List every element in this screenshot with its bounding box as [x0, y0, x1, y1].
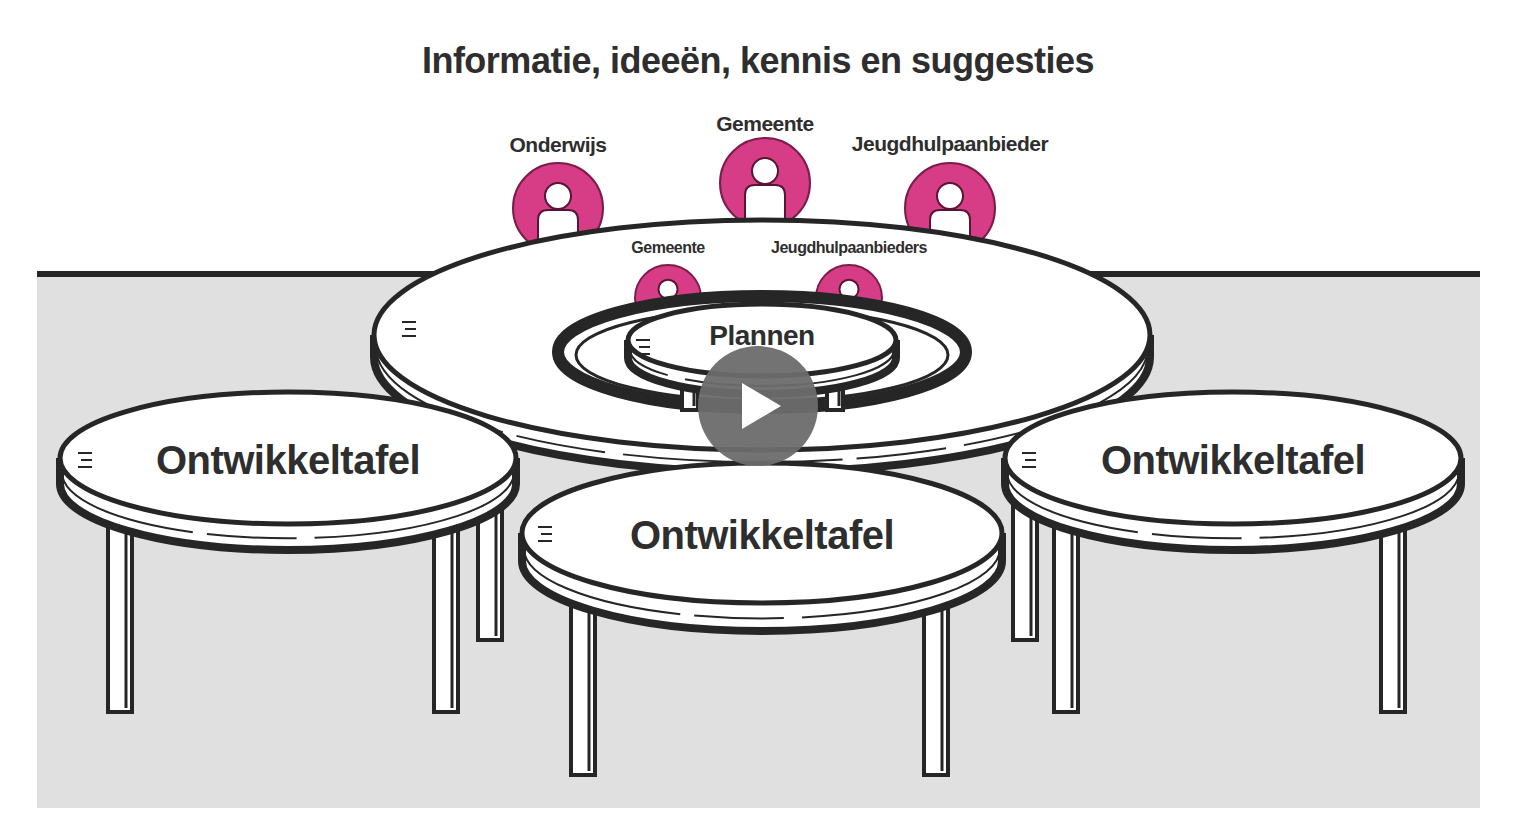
role-label: Gemeente	[712, 112, 818, 136]
table-top	[522, 463, 1002, 631]
table-node: Ontwikkeltafel	[150, 437, 426, 483]
person-node: Gemeente	[712, 112, 818, 228]
role-label: Jeugdhulpaanbieder	[848, 132, 1052, 156]
role-label: Onderwijs	[505, 133, 610, 157]
table-node: Plannen	[703, 320, 820, 352]
person-node: Gemeente	[627, 239, 708, 331]
menu-icon	[636, 340, 650, 354]
menu-icon	[78, 453, 92, 467]
role-label: Gemeente	[627, 239, 708, 257]
table-label: Ontwikkeltafel	[150, 437, 426, 483]
table-label: Ontwikkeltafel	[624, 512, 900, 558]
table-label: Ontwikkeltafel	[1095, 437, 1371, 483]
table-top	[1005, 392, 1461, 550]
diagram-title: Informatie, ideeën, kennis en suggesties	[422, 40, 1094, 82]
menu-icon	[402, 322, 416, 336]
table-node: Ontwikkeltafel	[624, 512, 900, 558]
table-top	[60, 392, 516, 550]
person-node: Onderwijs	[505, 133, 610, 253]
play-button	[698, 346, 818, 466]
person-icon	[720, 138, 810, 228]
person-node: Jeugdhulpaanbieders	[767, 239, 931, 331]
floor	[37, 274, 1480, 808]
role-label: Jeugdhulpaanbieders	[767, 239, 931, 257]
person-node: Jeugdhulpaanbieder	[848, 132, 1052, 253]
menu-icon	[1022, 453, 1036, 467]
table-node: Ontwikkeltafel	[1095, 437, 1371, 483]
menu-icon	[538, 527, 552, 541]
table-label: Plannen	[703, 320, 820, 352]
